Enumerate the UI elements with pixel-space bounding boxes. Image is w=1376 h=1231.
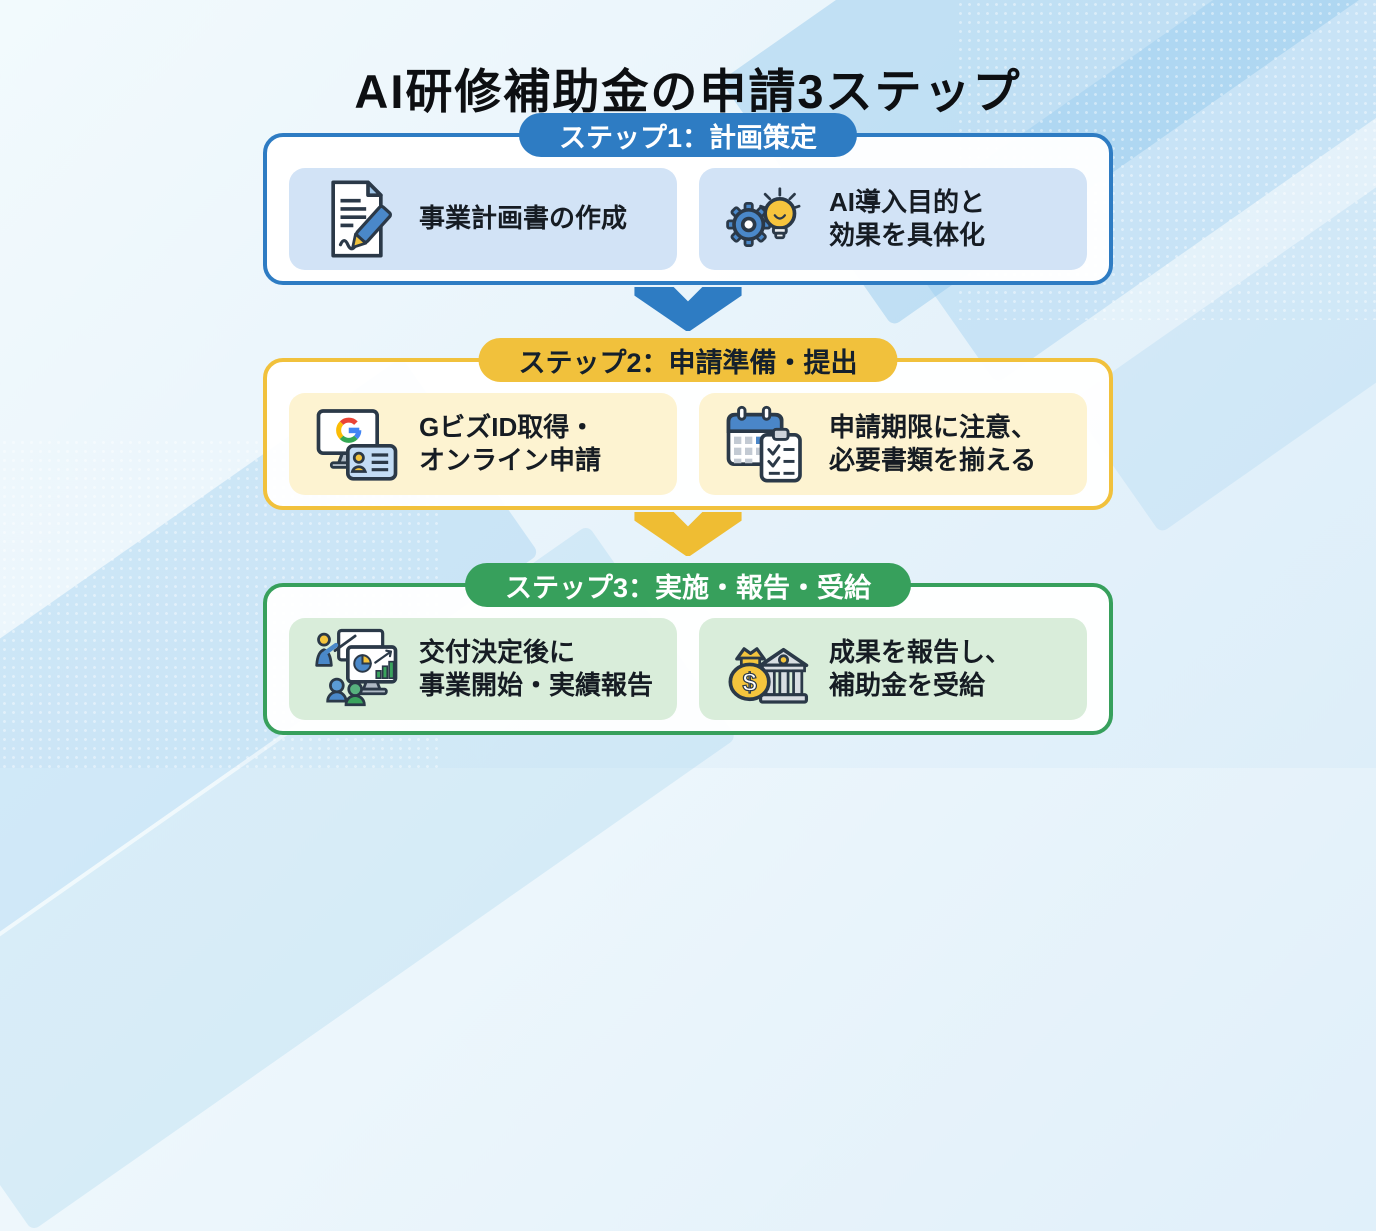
step2-card-deadline: 申請期限に注意、 必要書類を揃える xyxy=(699,393,1087,495)
presentation-chart-icon xyxy=(313,625,401,713)
calendar-checklist-icon xyxy=(723,400,811,488)
step3-card2-text: 成果を報告し、 補助金を受給 xyxy=(829,636,1012,700)
page-title: AI研修補助金の申請3ステップ xyxy=(354,65,1022,119)
step3-card-implementation: 交付決定後に 事業開始・実績報告 xyxy=(289,618,677,720)
step3-card1-text: 交付決定後に 事業開始・実績報告 xyxy=(419,636,654,700)
monitor-gbizid-icon xyxy=(313,400,401,488)
step2-card-gbizid: GビズID取得・ オンライン申請 xyxy=(289,393,677,495)
step2-card2-text: 申請期限に注意、 必要書類を揃える xyxy=(829,411,1038,475)
step1-card-business-plan: 事業計画書の作成 xyxy=(289,168,677,270)
gear-lightbulb-icon xyxy=(723,175,811,263)
step2-section: ステップ2：申請準備・提出 xyxy=(263,338,1113,510)
step3-badge: ステップ3：実施・報告・受給 xyxy=(464,563,912,607)
down-arrow-step2-to-step3 xyxy=(632,512,744,556)
document-pen-icon xyxy=(313,175,401,263)
step3-section: ステップ3：実施・報告・受給 xyxy=(263,563,1113,735)
step1-card2-text: AI導入目的と 効果を具体化 xyxy=(829,186,986,250)
step1-card1-text: 事業計画書の作成 xyxy=(419,203,628,234)
step1-badge: ステップ1：計画策定 xyxy=(518,113,858,157)
svg-text:$: $ xyxy=(742,669,756,697)
step1-card-ai-purpose: AI導入目的と 効果を具体化 xyxy=(699,168,1087,270)
moneybag-bank-icon: $ xyxy=(723,625,811,713)
step3-card-subsidy: $ 成果を報告し、 補助金を受給 xyxy=(699,618,1087,720)
step2-badge: ステップ2：申請準備・提出 xyxy=(478,338,898,382)
step2-card1-text: GビズID取得・ オンライン申請 xyxy=(419,411,602,475)
down-arrow-step1-to-step2 xyxy=(632,287,744,331)
step1-section: ステップ1：計画策定 事業計画書の作成 xyxy=(263,113,1113,285)
